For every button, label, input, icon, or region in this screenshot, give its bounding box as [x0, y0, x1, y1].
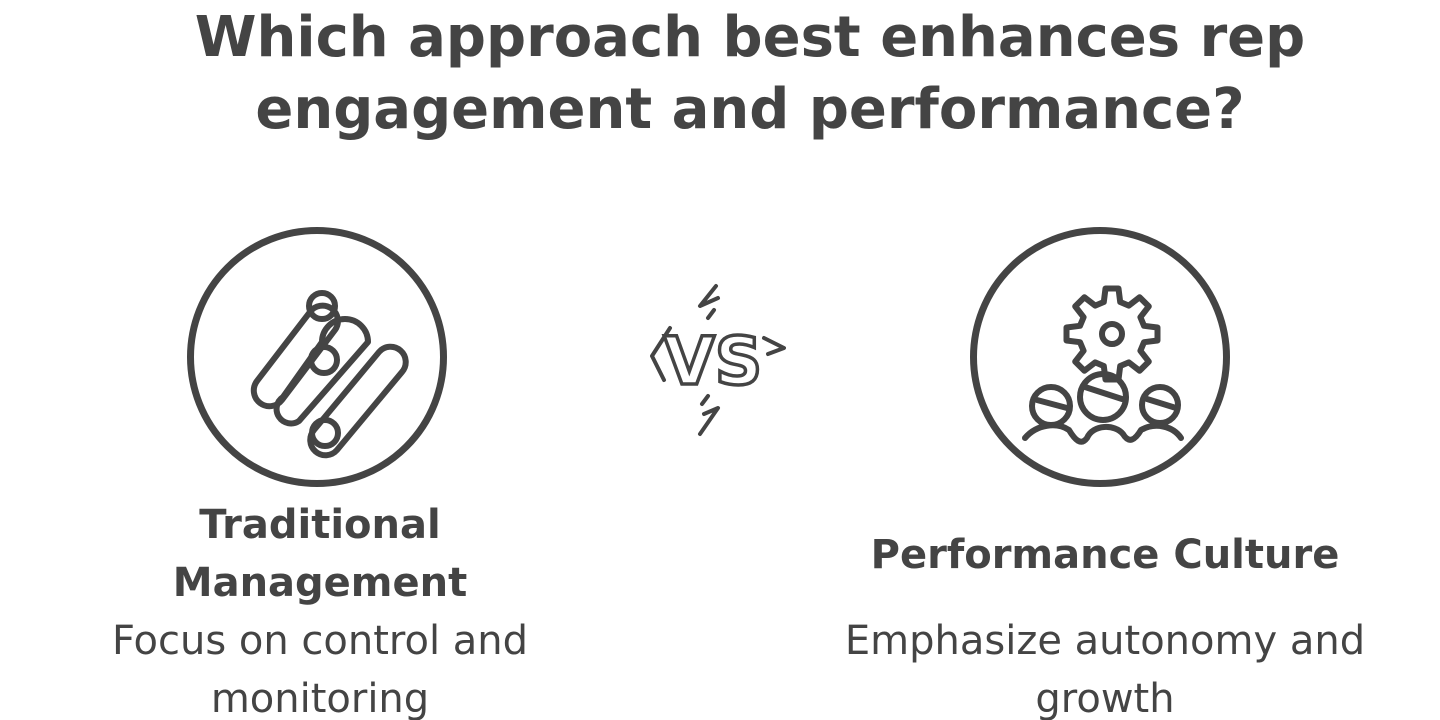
vs-label: VS [664, 323, 763, 400]
page-title: Which approach best enhances rep engagem… [194, 5, 1306, 142]
traditional-management-title: Traditional Management [172, 502, 468, 606]
lightning-vs-icon: VS [650, 284, 786, 436]
traditional-management-description: Focus on control and monitoring [111, 618, 529, 720]
performance-culture-description: Emphasize autonomy and growth [844, 618, 1366, 720]
traditional-management-icon-circle [187, 227, 447, 487]
versus-badge: VS [636, 280, 786, 444]
performance-culture-icon-circle [970, 227, 1230, 487]
team-head-center [1077, 371, 1129, 423]
gear-hub [1099, 321, 1125, 347]
tangled-coils-icon [250, 290, 409, 459]
gear-and-team-icon [1022, 285, 1184, 445]
gear-outline [1063, 285, 1161, 383]
performance-culture-title: Performance Culture [870, 532, 1340, 578]
